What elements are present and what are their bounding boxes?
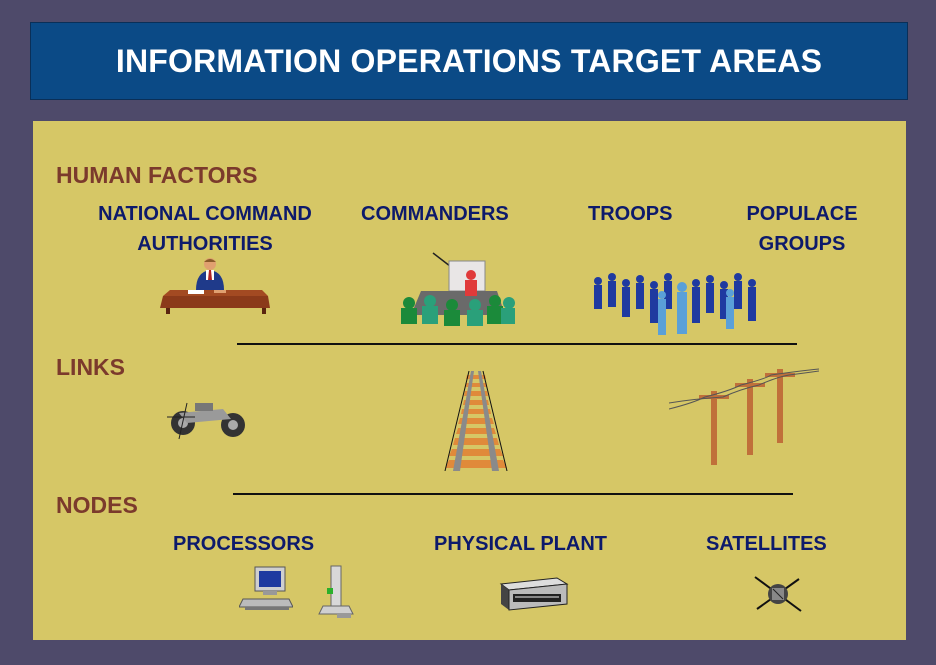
label-troops: TROOPS [588, 203, 673, 225]
label-commanders: COMMANDERS [361, 203, 509, 225]
motorcycle-icon [167, 402, 245, 440]
telephone-poles-icon [669, 368, 819, 465]
section-heading-human-factors: HUMAN FACTORS [56, 162, 258, 188]
label-national-command-authorities: NATIONAL COMMAND AUTHORITIES [73, 199, 337, 259]
section-heading-nodes: NODES [56, 492, 138, 518]
label-populace-line1: POPULACE [746, 203, 858, 225]
printer-machine-icon [499, 577, 569, 611]
computer-workstation-icon [239, 566, 293, 610]
divider-human-links [237, 343, 797, 345]
title-bar: INFORMATION OPERATIONS TARGET AREAS [30, 22, 908, 100]
official-at-desk-icon [160, 258, 270, 314]
computer-tower-icon [318, 565, 354, 618]
label-processors: PROCESSORS [173, 533, 315, 555]
label-satellites: SATELLITES [706, 533, 827, 555]
content-panel: HUMAN FACTORS NATIONAL COMMAND AUTHORITI… [33, 121, 906, 640]
label-nca-line2: AUTHORITIES [137, 233, 273, 255]
satellite-icon [754, 576, 802, 612]
briefing-presentation-icon [401, 252, 515, 326]
page-title: INFORMATION OPERATIONS TARGET AREAS [115, 42, 823, 79]
label-physical-plant: PHYSICAL PLANT [434, 533, 607, 555]
label-populace-groups: POPULACE GROUPS [727, 199, 877, 259]
railroad-track-icon [444, 370, 508, 471]
section-heading-links: LINKS [56, 354, 125, 380]
crowd-icon [594, 273, 756, 335]
label-populace-line2: GROUPS [758, 233, 846, 255]
label-nca-line1: NATIONAL COMMAND [98, 203, 312, 225]
divider-links-nodes [233, 493, 793, 495]
